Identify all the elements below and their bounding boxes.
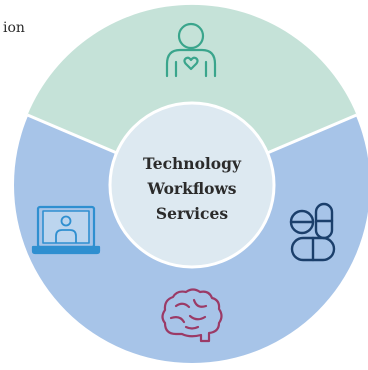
center-circle xyxy=(108,101,276,269)
person-heart-icon xyxy=(165,22,217,78)
laptop-user-icon xyxy=(31,205,101,255)
cropped-caption-text: ion xyxy=(3,20,25,36)
center-label-services: Services xyxy=(156,204,228,223)
pills-icon xyxy=(289,202,336,262)
center-label-technology: Technology xyxy=(143,154,242,173)
brain-icon xyxy=(161,288,223,343)
top-segment xyxy=(27,4,357,186)
center-label-workflows: Workflows xyxy=(146,179,236,198)
